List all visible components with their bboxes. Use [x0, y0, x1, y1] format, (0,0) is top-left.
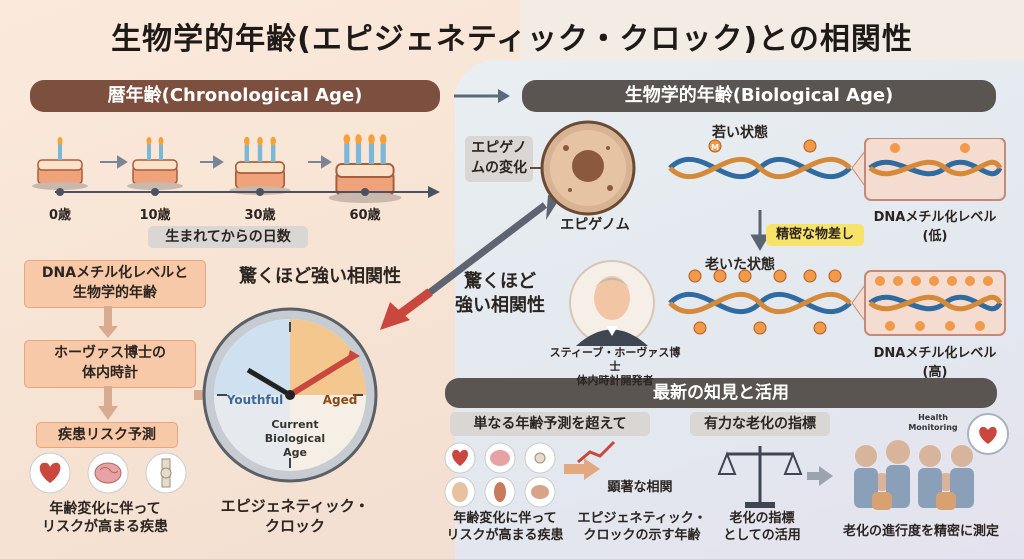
balance-scale-icon — [717, 446, 803, 508]
cake-timeline — [31, 134, 440, 204]
clock-youthful-label: Youthful — [226, 393, 284, 407]
clock-caption: エピジェネティック・ クロック — [210, 496, 380, 536]
brain-icon — [87, 452, 129, 494]
epigenome-change-label: エピゲノムの変化 — [471, 140, 527, 176]
joint-icon — [145, 452, 187, 494]
news-arrow-2-icon — [807, 466, 833, 486]
news-caption-2: エピジェネティック・ クロックの示す年齢 — [572, 510, 712, 544]
dna-diagram: M — [668, 138, 1006, 337]
horvath-clock-line1: ホーヴァス博士の — [54, 345, 166, 361]
disease-risk-box: 疾患リスク予測 — [36, 422, 178, 448]
heart-icon — [29, 452, 71, 494]
precise-measure-badge: 精密な物差し — [766, 224, 864, 246]
disease-caption-left-line1: 年齢変化に伴って — [49, 501, 161, 517]
methylation-bioage-line1: DNAメチル化レベルと — [41, 265, 189, 281]
methyl-low-label: DNAメチル化レベル(低) — [873, 210, 997, 244]
clock-center-line2: Biological — [265, 432, 325, 445]
news-caption-2-line2: クロックの示す年齢 — [583, 528, 701, 543]
young-to-old-arrow-icon — [750, 210, 770, 251]
methylation-bioage-line2: 生物学的年齢 — [73, 285, 157, 301]
methylation-bioage-box: DNAメチル化レベルと 生物学的年齢 — [24, 260, 206, 308]
health-line2: Monitoring — [908, 423, 958, 432]
news-caption-1-line2: リスクが高まる疾患 — [446, 528, 564, 543]
old-state-label: 老いた状態 — [705, 257, 775, 273]
biological-age-header: 生物学的年齢(Biological Age) — [522, 80, 996, 112]
methyl-low-zoom — [864, 138, 1006, 201]
left-flow-arrows — [98, 306, 118, 420]
news-caption-3: 老化の指標 としての活用 — [712, 510, 812, 544]
cell-icon — [530, 120, 636, 216]
news-caption-4: 老化の進行度を精密に測定 — [842, 524, 999, 539]
clock-caption-line2: クロック — [264, 517, 325, 535]
epigenome-label: エピゲノム — [560, 217, 630, 233]
age-label-30: 30歳 — [244, 208, 276, 223]
news-caption-3-line2: としての活用 — [723, 528, 801, 543]
strong-correlation-line2: 強い相関性 — [455, 295, 545, 316]
header-arrow-icon — [454, 89, 510, 103]
clock-caption-line1: エピジェネティック・ — [220, 497, 370, 515]
age-label-10: 10歳 — [139, 208, 171, 223]
age-label-60: 60歳 — [349, 208, 381, 223]
health-line1: Health — [918, 413, 948, 422]
methyl-marker-label: M — [711, 143, 719, 152]
news-caption-2-line1: エピジェネティック・ — [577, 511, 707, 526]
young-state-label: 若い状態 — [712, 125, 768, 141]
significant-correlation-label: 顕著な相関 — [607, 480, 673, 495]
news-caption-1-line1: 年齢変化に伴って — [453, 511, 557, 526]
strong-correlation-label-left: 驚くほど強い相関性 — [239, 266, 401, 287]
person-caption: スティーブ・ホーヴァス博士 体内時計開発者 — [545, 346, 685, 388]
family-health-icon: Health Monitoring — [854, 413, 1009, 510]
days-since-birth-caption: 生まれてからの日数 — [148, 226, 308, 248]
page-title: 生物学的年齢(エピジェネティック・クロック)との相関性 — [111, 22, 913, 57]
organ-icons-news — [444, 442, 556, 508]
age-label-0: 0歳 — [48, 208, 72, 223]
cake-icon-0 — [31, 137, 89, 191]
chronological-age-header: 暦年齢(Chronological Age) — [30, 80, 440, 112]
disease-caption-left: 年齢変化に伴って リスクが高まる疾患 — [20, 500, 190, 536]
strong-correlation-label-center: 驚くほど 強い相関性 — [440, 270, 560, 318]
clock-center-line3: Age — [283, 446, 307, 459]
news-arrow-1-icon — [564, 440, 616, 480]
old-dna-icon — [668, 291, 852, 315]
latest-findings-header: 最新の知見と活用 — [445, 378, 997, 408]
horvath-clock-line2: 体内時計 — [82, 365, 138, 381]
cake-icon-10 — [126, 137, 184, 191]
news-caption-3-line1: 老化の指標 — [729, 511, 795, 526]
disease-caption-left-line2: リスクが高まる疾患 — [42, 519, 168, 535]
person-caption-line2: 体内時計開発者 — [576, 374, 654, 387]
person-caption-line1: スティーブ・ホーヴァス博士 — [549, 346, 681, 373]
horvath-portrait-icon — [569, 260, 655, 346]
cake-icon-30 — [228, 136, 292, 196]
methyl-high-zoom — [864, 270, 1006, 336]
epigenetic-clock: Youthful Aged Current Biological Age — [202, 307, 378, 483]
young-dna-icon — [668, 156, 852, 180]
aging-indicator-tag: 有力な老化の指標 — [690, 412, 830, 436]
clock-center-line1: Current — [271, 418, 318, 431]
correlation-double-arrow-icon — [380, 195, 560, 330]
strong-correlation-line1: 驚くほど — [464, 271, 536, 292]
methyl-high-label: DNAメチル化レベル(高) — [873, 346, 997, 380]
news-caption-1: 年齢変化に伴って リスクが高まる疾患 — [440, 510, 570, 544]
beyond-prediction-tag: 単なる年齢予測を超えて — [450, 412, 650, 436]
organ-icons-left — [29, 452, 187, 494]
epigenome-change-box: エピゲノムの変化 — [465, 136, 533, 182]
clock-aged-label: Aged — [323, 393, 358, 407]
